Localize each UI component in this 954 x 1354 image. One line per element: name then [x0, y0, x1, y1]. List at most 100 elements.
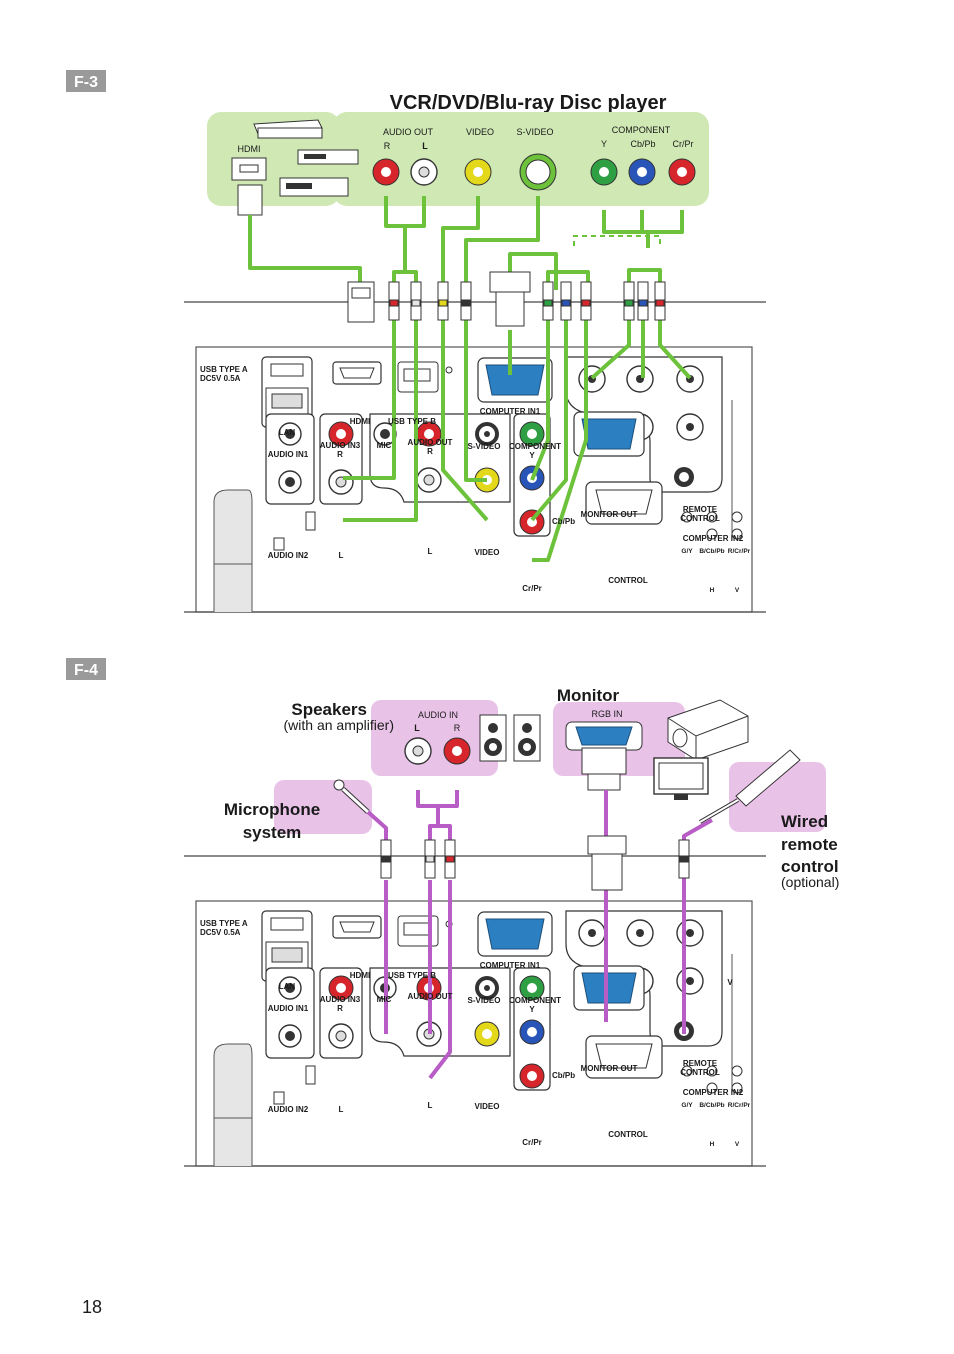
f3-remote-label-1: REMOTE: [683, 505, 718, 514]
f3-component-label: COMPONENT: [612, 125, 671, 135]
f3-title: VCR/DVD/Blu-ray Disc player: [390, 92, 667, 114]
f4-usb-a-label-2: DC5V 0.5A: [200, 928, 241, 937]
f3-computer-in1-label: COMPUTER IN1: [480, 407, 541, 416]
f4-audio-in1-label: AUDIO IN1: [268, 1004, 309, 1013]
f3-ci2-v-label: V: [735, 587, 740, 594]
rgb-in-port: [565, 721, 643, 791]
speakers-note: (with an amplifier): [284, 717, 394, 733]
f4-comp-y-port-label: Y: [529, 1005, 535, 1014]
f4-usb-b-label: USB TYPE B: [388, 971, 436, 980]
f3-control-label: CONTROL: [608, 576, 648, 585]
f4-remote-label-2: CONTROL: [680, 1068, 720, 1077]
f3-plug-row: [347, 271, 666, 327]
f3-svideo-cable: [464, 196, 540, 290]
f3-ci2-h-label: H: [710, 587, 715, 594]
projector-icon: [667, 699, 749, 761]
f3-audio-in3-r-label: R: [337, 450, 343, 459]
f3-component-port-label: COMPONENT: [509, 442, 561, 451]
monitor-display-icon: [653, 757, 709, 800]
wired-note: (optional): [781, 874, 839, 890]
f4-monitor-out-label: MONITOR OUT: [581, 1064, 638, 1073]
microphone-label-2: system: [243, 823, 302, 842]
f3-l1-label: L: [339, 551, 344, 560]
f3-ci2-gy-label: G/Y: [681, 548, 693, 555]
f3-computer-in2-label: COMPUTER IN2: [683, 534, 744, 543]
f4-mic-label: MIC: [377, 995, 392, 1004]
f4-video-port-label: VIDEO: [475, 1102, 500, 1111]
f3-mic-label: MIC: [377, 441, 392, 450]
f4-component-port-label: COMPONENT: [509, 996, 561, 1005]
f4-ci2-v-label: V: [735, 1141, 740, 1148]
f4-usb-a-label-1: USB TYPE A: [200, 919, 248, 928]
f3-audio-r-label: R: [384, 141, 391, 151]
f4-remote-label-1: REMOTE: [683, 1059, 718, 1068]
f3-comp-cr-port-label: Cr/Pr: [522, 584, 542, 593]
f4-ci2-bcb-label: B/Cb/Pb: [699, 1102, 724, 1109]
f3-hdmi-label: HDMI: [238, 144, 261, 154]
f3-badge-bg: [66, 70, 106, 92]
f4-ci2-h-label: H: [710, 1141, 715, 1148]
f3-audio-out-r-label: R: [427, 447, 433, 456]
f4-lan-label: LAN: [279, 982, 296, 991]
rgb-in-label: RGB IN: [591, 709, 622, 719]
f4-badge-bg: [66, 658, 106, 680]
f3-monitor-out-label: MONITOR OUT: [581, 510, 638, 519]
f3-audio-l-run: [343, 318, 418, 522]
f3-audio-in3-label: AUDIO IN3: [320, 441, 361, 450]
wired-label-3: control: [781, 857, 839, 876]
f4-audio-in-label: AUDIO IN: [418, 710, 458, 720]
f4-ci2-gy-label: G/Y: [681, 1102, 693, 1109]
f4-l2-label: L: [428, 1101, 433, 1110]
f4-hdmi-port-label: HDMI: [350, 971, 370, 980]
f3-video-port-label: VIDEO: [475, 548, 500, 557]
f3-audio-l-label: L: [422, 141, 428, 151]
speaker-left-icon: [479, 714, 507, 762]
f4-audio-out-port-label: AUDIO OUT: [408, 992, 453, 1001]
monitor-label: Monitor: [557, 686, 620, 705]
wired-label-2: remote: [781, 835, 838, 854]
f3-audio-r-run: [343, 318, 396, 480]
f3-hdmi-cable: [248, 215, 362, 290]
f4-badge: F-4: [74, 662, 98, 679]
f3-video-run: [441, 318, 489, 522]
f3-audio-in2-label: AUDIO IN2: [268, 551, 309, 560]
f3-audio-out-label: AUDIO OUT: [383, 127, 434, 137]
f4-comp-cb-port-label: Cb/Pb: [552, 1071, 575, 1080]
wired-remote-panel: [729, 762, 826, 832]
f4-plug-row: [380, 835, 690, 891]
f4-v-mark: V: [727, 978, 733, 987]
mic-cable: [366, 810, 388, 845]
f4-l1-label: L: [339, 1105, 344, 1114]
page-number: 18: [82, 1297, 102, 1317]
f3-hdmi-connector: [231, 157, 267, 216]
f3-comp-y-port-label: Y: [529, 451, 535, 460]
f3-ci2-rcr-label: R/Cr/Pr: [728, 548, 751, 555]
audio-out-l-run: [428, 880, 452, 1080]
f3-audio-out-port-label: AUDIO OUT: [408, 438, 453, 447]
f4-audio-in2-label: AUDIO IN2: [268, 1105, 309, 1114]
f3-comp-cr-label: Cr/Pr: [673, 139, 694, 149]
f3-hdmi-port-label: HDMI: [350, 417, 370, 426]
f4-control-label: CONTROL: [608, 1130, 648, 1139]
f3-panel-labels: USB TYPE A DC5V 0.5A LAN HDMI USB TYPE B…: [200, 365, 751, 594]
f3-audio-in1-label: AUDIO IN1: [268, 450, 309, 459]
microphone-label-1: Microphone: [224, 800, 320, 819]
f4-audio-in-l-label: L: [414, 723, 420, 733]
f4-audio-in-r-label: R: [454, 723, 461, 733]
f3-lan-label: LAN: [279, 428, 296, 437]
f3-usb-a-label-1: USB TYPE A: [200, 365, 248, 374]
f3-comp-cb-port-label: Cb/Pb: [552, 517, 575, 526]
microphone-icon: [333, 779, 370, 814]
f3-video-cable: [441, 196, 480, 290]
f3-usb-a-label-2: DC5V 0.5A: [200, 374, 241, 383]
wired-label-1: Wired: [781, 812, 828, 831]
vcr-icon: [279, 177, 349, 197]
f3-badge: F-3: [74, 74, 98, 91]
f3-ci2-bcb-label: B/Cb/Pb: [699, 548, 724, 555]
f3-usb-b-label: USB TYPE B: [388, 417, 436, 426]
f3-svideo-port-label: S-VIDEO: [468, 442, 501, 451]
f4-ci2-rcr-label: R/Cr/Pr: [728, 1102, 751, 1109]
dvd-player-icon: [297, 149, 359, 165]
speaker-right-icon: [513, 714, 541, 762]
